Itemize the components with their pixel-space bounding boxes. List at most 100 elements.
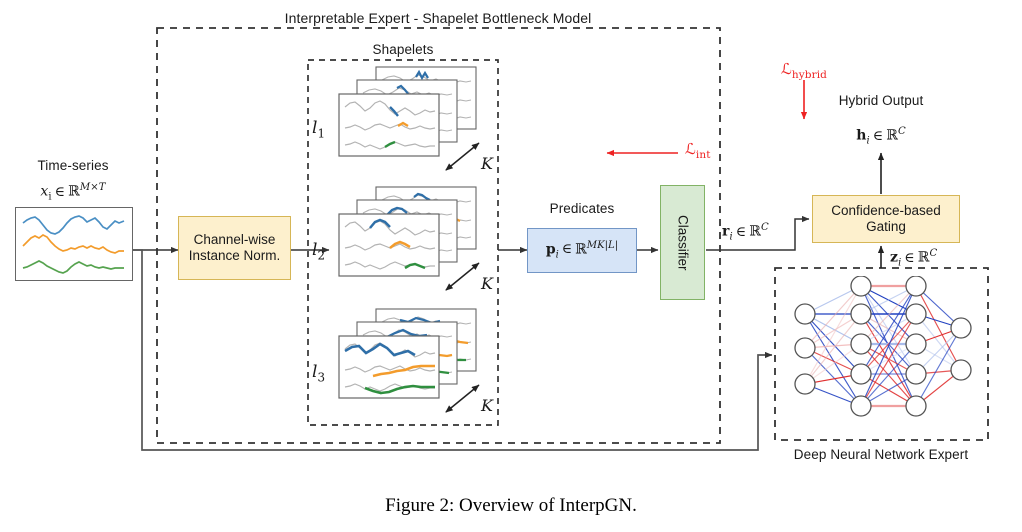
r-space: ℝ — [749, 223, 761, 240]
predicates-sub: i — [555, 249, 559, 261]
dnn-node — [794, 303, 816, 325]
dnn-diagram — [783, 275, 981, 432]
input-tensor-space: ℝ — [68, 183, 80, 200]
dnn-output-label: zi∈ℝC — [890, 248, 937, 268]
gating-label: Confidence-based Gating — [831, 203, 941, 236]
dnn-node — [850, 303, 872, 325]
z-sub: i — [898, 257, 902, 269]
h-dims: C — [897, 126, 906, 137]
l3-sub: 3 — [317, 370, 326, 385]
h-in: ∈ — [872, 127, 884, 144]
r-in: ∈ — [735, 223, 747, 240]
l2-sub: 2 — [317, 248, 326, 263]
shapelet-stack-l2 — [338, 186, 478, 292]
norm-line1: Channel-wise — [193, 231, 276, 247]
predicates-formula: pi∈ℝMK|L| — [546, 240, 618, 261]
gating-line1: Confidence-based — [831, 202, 941, 218]
z-dims: C — [929, 248, 938, 259]
loss-int-label: ℒint — [685, 140, 711, 161]
l3-letter: l — [312, 362, 318, 382]
z-space: ℝ — [917, 249, 930, 266]
confidence-gating-box[interactable]: Confidence-based Gating — [812, 195, 960, 243]
interpretable-expert-frame — [156, 27, 721, 444]
stack-depth-arrow-l2 — [445, 262, 480, 291]
input-tensor-dims: M×T — [79, 182, 106, 193]
predicates-symbol: p — [545, 241, 556, 258]
predicates-title: Predicates — [549, 201, 615, 216]
norm-line2: Instance Norm. — [188, 248, 281, 263]
shapelets-frame — [307, 59, 499, 426]
classifier-label: Classifier — [675, 214, 691, 271]
norm-label: Channel-wise Instance Norm. — [189, 232, 281, 265]
shapelet-group-label-l3: l3 — [312, 362, 325, 384]
dnn-node — [850, 395, 872, 417]
input-series-blue — [22, 215, 125, 235]
predicates-box[interactable]: pi∈ℝMK|L| — [527, 228, 637, 273]
dnn-node — [850, 333, 872, 355]
classifier-box[interactable]: Classifier — [660, 185, 705, 300]
stack-depth-arrow-l3 — [445, 384, 480, 413]
h-symbol: h — [856, 127, 867, 144]
dnn-edges — [804, 284, 962, 408]
r-symbol: r — [722, 223, 730, 240]
dnn-node — [794, 337, 816, 359]
stack-depth-label-l1: K — [481, 154, 493, 174]
input-tensor-in: ∈ — [54, 183, 66, 200]
figure-caption: Figure 2: Overview of InterpGN. — [385, 495, 637, 516]
h-space: ℝ — [886, 127, 898, 144]
shapelets-title: Shapelets — [372, 42, 434, 57]
dnn-node — [905, 363, 927, 385]
hybrid-output-title: Hybrid Output — [838, 93, 924, 108]
arrow-classifier-to-gating — [706, 215, 810, 251]
input-tensor-label: xi∈ℝM×T — [40, 182, 105, 202]
k-label-l2: K — [481, 274, 494, 293]
predicates-dims: MK|L| — [586, 239, 619, 251]
l2-letter: l — [312, 240, 318, 260]
z-in: ∈ — [904, 249, 915, 266]
predicates-in: ∈ — [561, 241, 573, 258]
loss-hybrid-symbol: ℒ — [780, 60, 792, 78]
stack-depth-label-l2: K — [481, 274, 493, 294]
shapelet-stack-l3 — [338, 308, 478, 414]
k-label-l1: K — [481, 154, 494, 173]
dnn-node — [850, 275, 872, 297]
k-label-l3: K — [481, 396, 494, 415]
dnn-node — [905, 275, 927, 297]
dnn-node — [905, 303, 927, 325]
l1-sub: 1 — [317, 126, 326, 141]
dnn-node — [950, 317, 972, 339]
input-series-orange — [22, 234, 124, 254]
input-timeseries-plot — [15, 207, 133, 281]
predicates-space: ℝ — [575, 241, 587, 258]
shapelet-group-label-l1: l1 — [312, 118, 325, 140]
hybrid-output-label: hi∈ℝC — [856, 126, 906, 146]
gating-line2: Gating — [866, 219, 906, 234]
h-sub: i — [866, 135, 870, 147]
shapelet-stack-l1-svg — [338, 66, 477, 157]
input-title: Time-series — [37, 158, 109, 173]
dnn-svg — [794, 275, 972, 417]
shapelet-stack-l3-svg — [338, 308, 477, 399]
shapelet-stack-l1 — [338, 66, 478, 172]
interp-output-label: ri∈ℝC — [722, 222, 769, 242]
shapelet-stack-l2-svg — [338, 186, 477, 277]
interpretable-expert-title: Interpretable Expert - Shapelet Bottlene… — [284, 10, 592, 26]
arrow-input-bypass-to-dnn — [133, 249, 773, 451]
dnn-node — [905, 395, 927, 417]
dnn-node — [950, 359, 972, 381]
loss-int-symbol: ℒ — [685, 140, 696, 158]
loss-hybrid-label: ℒhybrid — [781, 60, 827, 81]
channel-wise-instance-norm-box[interactable]: Channel-wise Instance Norm. — [178, 216, 291, 280]
input-series-svg — [22, 215, 125, 274]
input-tensor-symbol: x — [40, 183, 49, 200]
r-dims: C — [760, 222, 769, 233]
l1-letter: l — [312, 118, 318, 138]
z-symbol: z — [890, 249, 899, 266]
dnn-node — [850, 363, 872, 385]
dnn-nodes — [794, 275, 972, 417]
stack-depth-label-l3: K — [481, 396, 493, 416]
dnn-caption: Deep Neural Network Expert — [793, 447, 969, 462]
shapelet-group-label-l2: l2 — [312, 240, 325, 262]
loss-int-sub: int — [695, 149, 711, 161]
